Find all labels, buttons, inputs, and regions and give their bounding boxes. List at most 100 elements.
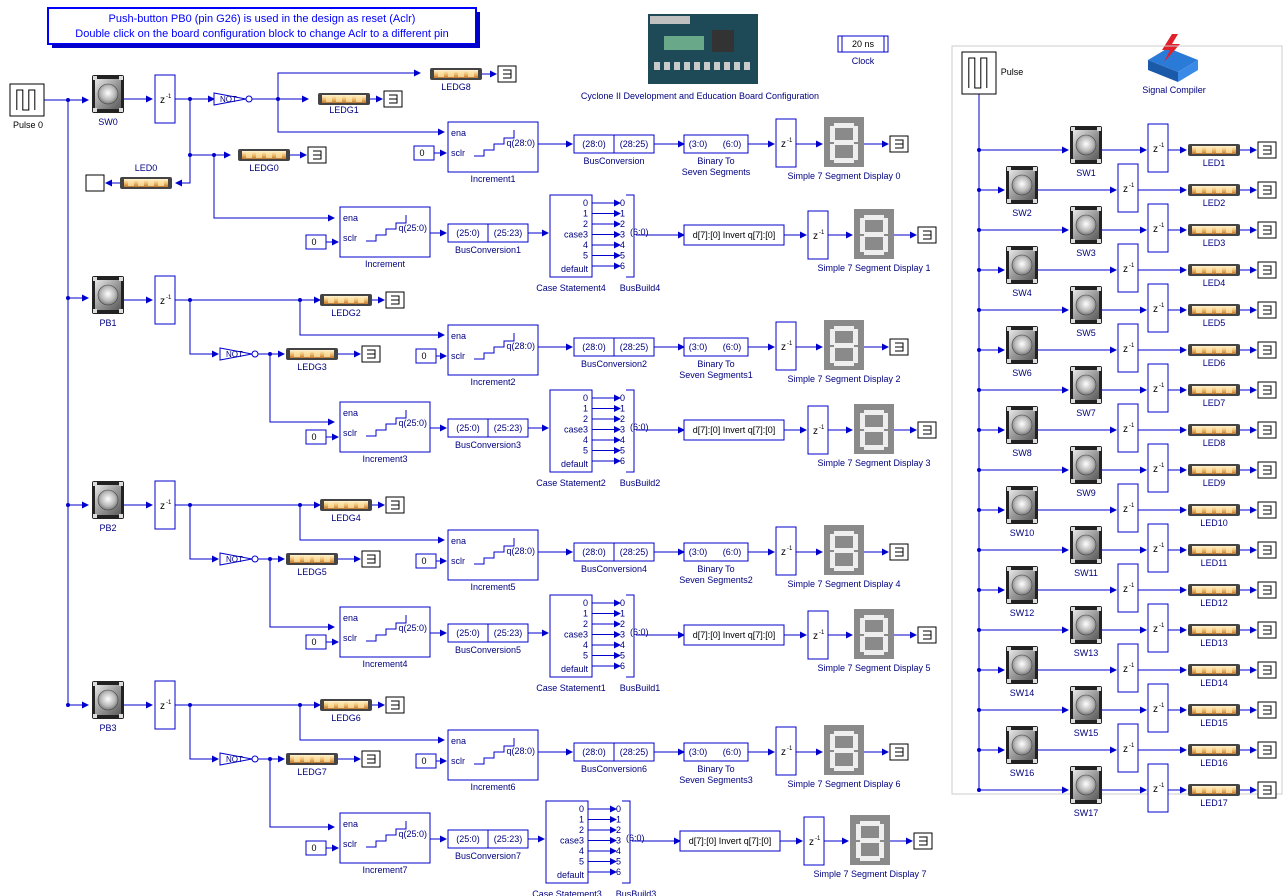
delay-block[interactable] <box>804 817 824 865</box>
led-led11[interactable] <box>1188 544 1240 556</box>
delay-block[interactable] <box>1148 604 1168 652</box>
delay-block[interactable] <box>155 681 175 729</box>
led-led0[interactable] <box>120 177 172 189</box>
delay-block[interactable] <box>776 727 796 775</box>
pushbutton-pin <box>1097 127 1101 131</box>
led-ledg4[interactable] <box>320 499 372 511</box>
led-ledg8[interactable] <box>430 68 482 80</box>
pushbutton-sw5[interactable] <box>1070 286 1102 324</box>
led15-label: LED15 <box>1200 718 1228 728</box>
pushbutton-pb2[interactable] <box>92 481 124 519</box>
delay-block[interactable] <box>1148 684 1168 732</box>
pushbutton-pin <box>1033 519 1037 523</box>
delay-block[interactable] <box>155 481 175 529</box>
delay-block[interactable] <box>1118 484 1138 532</box>
led-segment <box>458 71 464 77</box>
delay-block[interactable] <box>1118 164 1138 212</box>
led-ledg3[interactable] <box>286 348 338 360</box>
delay-block[interactable] <box>1148 524 1168 572</box>
wire-not <box>190 505 218 559</box>
led-ledg5[interactable] <box>286 553 338 565</box>
pulse0-source-label: Pulse 0 <box>13 120 43 130</box>
bus-build-port-1: 1 <box>620 404 625 414</box>
led-led6[interactable] <box>1188 344 1240 356</box>
counter-ena-port: ena <box>343 819 358 829</box>
delay-block[interactable] <box>776 119 796 167</box>
delay-block[interactable] <box>155 276 175 324</box>
delay-block[interactable] <box>1118 404 1138 452</box>
delay-block[interactable] <box>1118 564 1138 612</box>
pushbutton-sw0[interactable] <box>92 75 124 113</box>
pushbutton-pin <box>93 277 97 281</box>
pushbutton-sw15[interactable] <box>1070 686 1102 724</box>
pushbutton-sw13[interactable] <box>1070 606 1102 644</box>
segment <box>864 615 884 620</box>
case-port-2: 2 <box>583 619 588 629</box>
sw1-label: SW1 <box>1076 168 1096 178</box>
led-led9[interactable] <box>1188 464 1240 476</box>
pushbutton-sw6[interactable] <box>1006 326 1038 364</box>
led-led3[interactable] <box>1188 224 1240 236</box>
pushbutton-sw7[interactable] <box>1070 366 1102 404</box>
delay-block[interactable] <box>808 611 828 659</box>
pushbutton-sw2[interactable] <box>1006 166 1038 204</box>
pushbutton-sw17[interactable] <box>1070 766 1102 804</box>
pushbutton-sw16[interactable] <box>1006 726 1038 764</box>
delay-block[interactable] <box>808 211 828 259</box>
delay-block[interactable] <box>1118 244 1138 292</box>
delay-block[interactable] <box>776 527 796 575</box>
pushbutton-sw10[interactable] <box>1006 486 1038 524</box>
delay-block[interactable] <box>1148 764 1168 812</box>
delay-block[interactable] <box>1148 204 1168 252</box>
led-segment <box>1206 307 1212 313</box>
led-led15[interactable] <box>1188 704 1240 716</box>
delay-block[interactable] <box>155 75 175 123</box>
bus-build-port-2: 2 <box>620 219 625 229</box>
pulse0-source[interactable] <box>10 84 44 116</box>
led-ledg2[interactable] <box>320 294 372 306</box>
delay-block[interactable] <box>1148 444 1168 492</box>
delay-block[interactable] <box>1148 284 1168 332</box>
pushbutton-pin <box>1097 687 1101 691</box>
led-led2[interactable] <box>1188 184 1240 196</box>
delay-block[interactable] <box>776 322 796 370</box>
pushbutton-sw4[interactable] <box>1006 246 1038 284</box>
case-statement-label: Case Statement3 <box>532 889 602 896</box>
pushbutton-sw1[interactable] <box>1070 126 1102 164</box>
pushbutton-pin <box>1097 319 1101 323</box>
led-led17[interactable] <box>1188 784 1240 796</box>
led-led7[interactable] <box>1188 384 1240 396</box>
pushbutton-sw3[interactable] <box>1070 206 1102 244</box>
pushbutton-sw8[interactable] <box>1006 406 1038 444</box>
delay-block[interactable] <box>1148 124 1168 172</box>
led-led1[interactable] <box>1188 144 1240 156</box>
segment <box>834 548 854 553</box>
pushbutton-pb3[interactable] <box>92 681 124 719</box>
led-segment <box>336 96 342 102</box>
led-led12[interactable] <box>1188 584 1240 596</box>
led-led14[interactable] <box>1188 664 1240 676</box>
led-ledg6[interactable] <box>320 699 372 711</box>
led-led5[interactable] <box>1188 304 1240 316</box>
pushbutton-sw14[interactable] <box>1006 646 1038 684</box>
delay-z-text: z <box>813 231 818 242</box>
led-led13[interactable] <box>1188 624 1240 636</box>
delay-block[interactable] <box>1148 364 1168 412</box>
led-led8[interactable] <box>1188 424 1240 436</box>
delay-block[interactable] <box>808 406 828 454</box>
pushbutton-pb1[interactable] <box>92 276 124 314</box>
input-port-led0[interactable] <box>86 175 104 191</box>
pushbutton-sw12[interactable] <box>1006 566 1038 604</box>
led-led4[interactable] <box>1188 264 1240 276</box>
pushbutton-sw9[interactable] <box>1070 446 1102 484</box>
led-led10[interactable] <box>1188 504 1240 516</box>
led-ledg7[interactable] <box>286 753 338 765</box>
delay-block[interactable] <box>1118 724 1138 772</box>
led-led16[interactable] <box>1188 744 1240 756</box>
led-ledg0[interactable] <box>238 149 290 161</box>
pushbutton-sw11[interactable] <box>1070 526 1102 564</box>
led-ledg1[interactable] <box>318 93 370 105</box>
delay-block[interactable] <box>1118 324 1138 372</box>
delay-block[interactable] <box>1118 644 1138 692</box>
junction-dot <box>977 748 981 752</box>
